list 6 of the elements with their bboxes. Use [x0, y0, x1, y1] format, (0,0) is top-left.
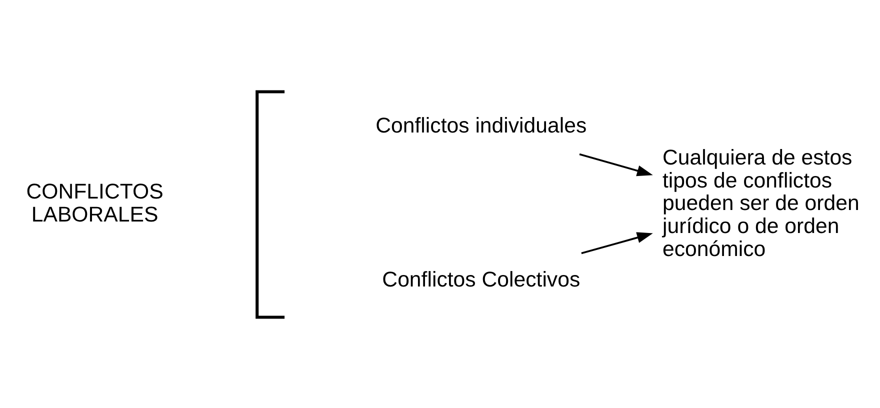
arrow	[581, 232, 653, 254]
arrow	[579, 152, 653, 176]
node-text: Conflictos individuales	[376, 112, 587, 137]
node-text: Conflictos Colectivos	[382, 266, 580, 291]
node-text: CONFLICTOS LABORALES	[26, 179, 164, 226]
node-text: Cualquiera de estos tipos de conflictos pueden ser de orden jurídico o de orden económico	[662, 144, 860, 260]
